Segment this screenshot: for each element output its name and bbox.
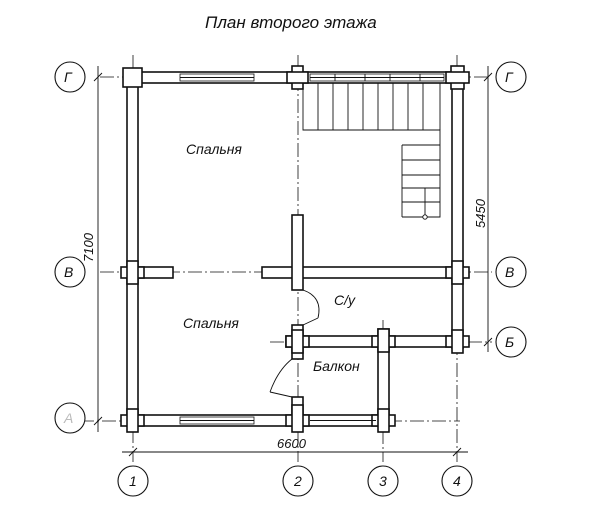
dimension-height-right: 5450 (473, 198, 488, 228)
axis-bubble-row-a-left: А (54, 402, 86, 434)
axis-bubble-row-b-right: Б (495, 326, 527, 358)
axis-lines (80, 55, 492, 462)
axis-bubble-row-v-right: В (495, 256, 527, 288)
svg-text:Г: Г (64, 69, 73, 85)
svg-text:2: 2 (293, 473, 302, 489)
dimension-lines (93, 66, 493, 457)
room-label-bedroom-bottom: Спальня (183, 315, 239, 331)
axis-bubble-row-v-left: В (54, 256, 86, 288)
dimension-height-left: 7100 (81, 232, 96, 262)
svg-text:1: 1 (129, 473, 137, 489)
svg-text:Г: Г (505, 69, 514, 85)
svg-text:В: В (64, 264, 73, 280)
svg-text:В: В (505, 264, 514, 280)
axis-bubble-row-g-right: Г (495, 61, 527, 93)
svg-text:4: 4 (453, 473, 461, 489)
staircase (302, 83, 441, 220)
svg-text:Б: Б (505, 334, 514, 350)
svg-text:А: А (63, 410, 73, 426)
plan-title: План второго этажа (205, 13, 377, 32)
room-label-bedroom-top: Спальня (186, 141, 242, 157)
axis-bubble-col-3: 3 (367, 465, 399, 497)
room-label-wc: С/у (334, 292, 356, 308)
room-label-balcony: Балкон (313, 358, 360, 374)
dimension-width-bottom: 6600 (277, 436, 307, 451)
axis-bubble-col-4: 4 (441, 465, 473, 497)
doors (269, 289, 320, 398)
axis-bubble-col-1: 1 (117, 465, 149, 497)
axis-bubble-row-g-left: Г (54, 61, 86, 93)
walls (120, 65, 470, 433)
axis-bubble-col-2: 2 (282, 465, 314, 497)
windows (179, 73, 445, 425)
svg-text:3: 3 (379, 473, 387, 489)
